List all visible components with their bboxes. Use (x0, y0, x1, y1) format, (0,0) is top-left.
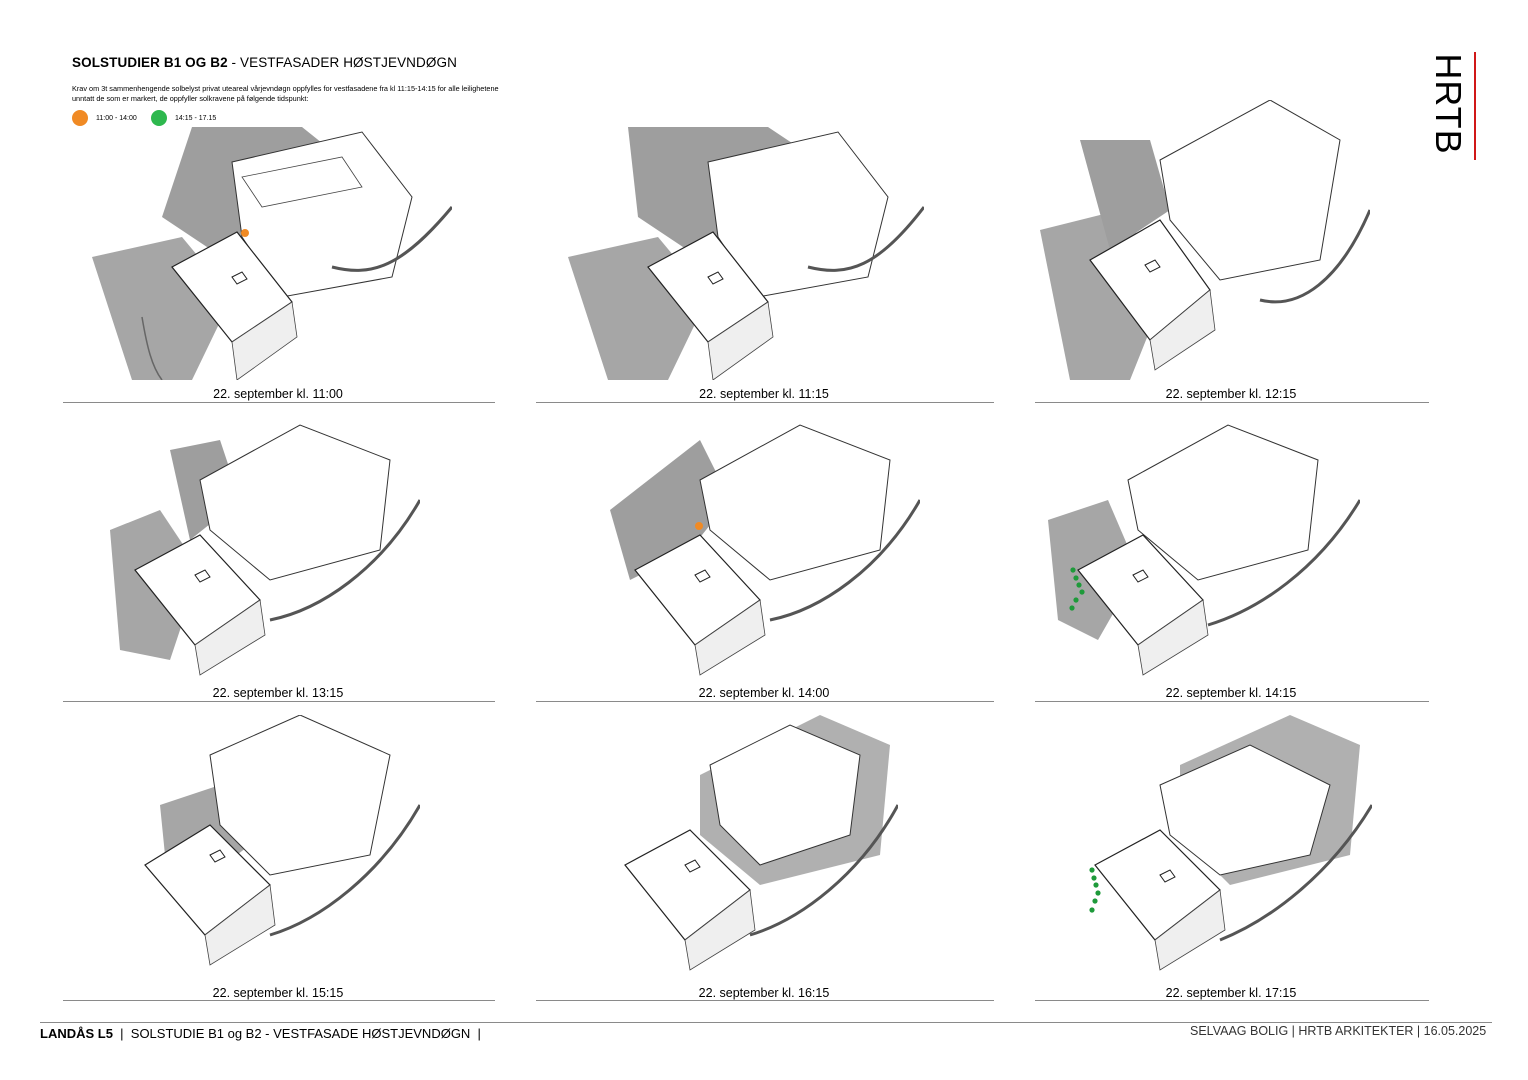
hrtb-logo-text: HRTB (1428, 53, 1469, 155)
hrtb-logo: HRTB (1428, 52, 1476, 160)
panel-caption-9: 22. september kl. 17:15 (1165, 986, 1297, 1000)
sun-study-illustration (144, 715, 420, 966)
footer-project-name: LANDÅS L5 (40, 1026, 113, 1041)
sun-study-illustration (92, 127, 452, 380)
panel-rule-9 (1035, 1000, 1429, 1001)
panel-caption-5: 22. september kl. 14:00 (698, 686, 830, 700)
footer-rule (40, 1022, 1492, 1023)
sun-study-illustration (1048, 424, 1360, 676)
panel-caption-8: 22. september kl. 16:15 (698, 986, 830, 1000)
legend-label-green: 14:15 - 17.15 (175, 115, 217, 122)
footer-subtitle: | SOLSTUDIE B1 og B2 - VESTFASADE HØSTJE… (112, 1026, 481, 1041)
requirement-description: Krav om 3t sammenhengende solbelyst priv… (72, 84, 499, 103)
panel-caption-2: 22. september kl. 11:15 (699, 387, 829, 401)
panel-rule-2 (536, 402, 994, 403)
panel-caption-6: 22. september kl. 14:15 (1165, 686, 1297, 700)
sun-study-panel-9 (1060, 715, 1372, 980)
panel-rule-6 (1035, 701, 1429, 702)
sun-study-illustration (110, 424, 420, 676)
page-title: SOLSTUDIER B1 OG B2 - VESTFASADER HØSTJE… (72, 55, 457, 70)
panel-rule-8 (536, 1000, 994, 1001)
page-title-rest: - VESTFASADER HØSTJEVNDØGN (227, 55, 457, 70)
sun-study-illustration (1040, 100, 1370, 380)
panel-rule-4 (63, 701, 495, 702)
panel-caption-4: 22. september kl. 13:15 (212, 686, 344, 700)
sun-study-panel-8 (600, 715, 898, 980)
sun-study-panel-6 (1038, 420, 1360, 678)
panel-rule-3 (1035, 402, 1429, 403)
legend-label-orange: 11:00 - 14:00 (96, 115, 137, 122)
panel-caption-3: 22. september kl. 12:15 (1165, 387, 1297, 401)
sun-study-panel-5 (580, 420, 920, 678)
panel-rule-5 (536, 701, 994, 702)
legend-orange-dot (72, 110, 88, 126)
sun-study-panel-7 (120, 715, 420, 980)
sun-study-illustration (624, 715, 898, 971)
footer-credits: SELVAAG BOLIG | HRTB ARKITEKTER | 16.05.… (1190, 1024, 1487, 1038)
sun-study-panel-2 (568, 127, 924, 380)
sun-study-panel-4 (100, 420, 420, 678)
sun-study-illustration (1089, 715, 1372, 971)
legend-green-dot (151, 110, 167, 126)
panel-rule-7 (63, 1000, 495, 1001)
panel-rule-1 (63, 402, 495, 403)
panel-caption-7: 22. september kl. 15:15 (212, 986, 344, 1000)
footer-project: LANDÅS L5 | SOLSTUDIE B1 og B2 - VESTFAS… (40, 1026, 481, 1041)
sun-study-illustration (568, 127, 924, 380)
sun-study-panel-3 (1040, 100, 1370, 380)
logo-accent-bar (1474, 52, 1476, 160)
panel-caption-1: 22. september kl. 11:00 (213, 387, 343, 401)
page-title-bold: SOLSTUDIER B1 OG B2 (72, 55, 228, 70)
sun-study-illustration (610, 424, 920, 676)
sun-study-panel-1 (72, 127, 452, 380)
